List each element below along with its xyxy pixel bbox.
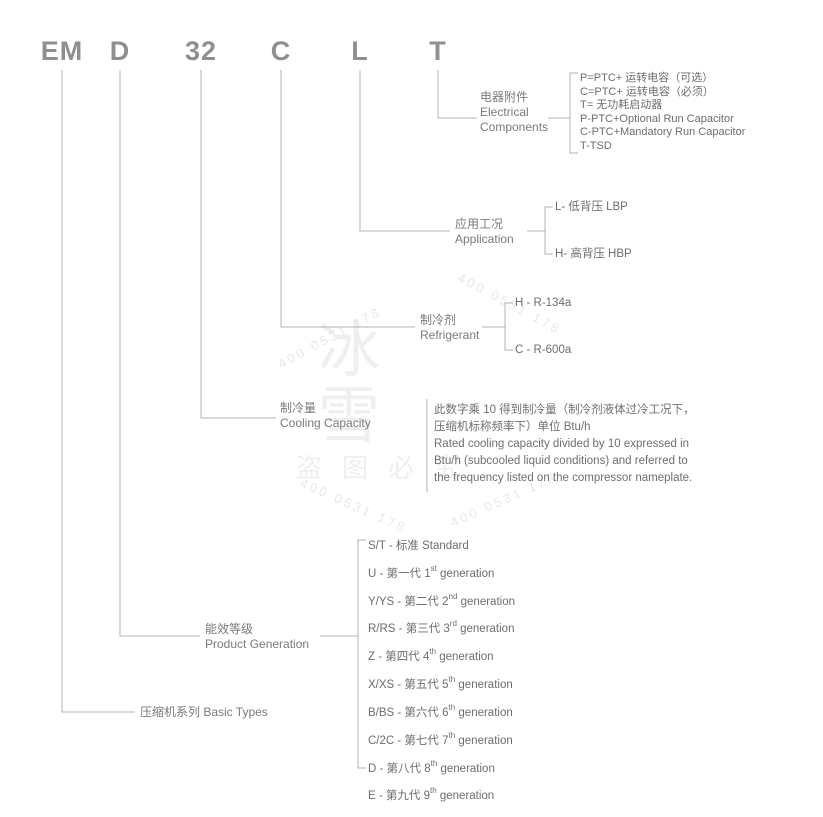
generation-text: generation [436,567,495,580]
generation-label-zh: 能效等级 [205,622,254,636]
generation-text: generation [456,623,515,636]
cooling-description-line: 压缩机标称频率下）单位 Btu/h [434,421,591,433]
generation-text: D - 第八代 8 [368,762,431,775]
generation-options: S/T - 标准 Standard U - 第一代 1st generation… [368,530,515,808]
electrical-label-en: Components [480,120,549,134]
application-option: H- 高背压 HBP [555,248,632,260]
electrical-label: 电器附件 Electrical Components [480,90,548,135]
bracket-application [544,206,553,255]
cooling-description-line: 此数字乘 10 得到制冷量（制冷剂液体过冷工况下， [434,404,695,416]
code-letter-32: 32 [184,36,218,66]
generation-superscript: st [430,563,437,573]
generation-text: generation [457,595,515,608]
cooling-description: 此数字乘 10 得到制冷量（制冷剂液体过冷工况下， 压缩机标称频率下）单位 Bt… [434,402,695,487]
line-d [119,70,200,637]
generation-text: Z - 第四代 4 [368,651,430,664]
bracket-refrigerant [504,302,513,351]
line-32 [200,70,276,419]
cooling-label-en: Cooling Capacity [280,416,371,430]
code-letter-t: T [429,36,447,66]
electrical-options: P=PTC+ 运转电容（可选） C=PTC+ 运转电容（必须） T= 无功耗启动… [580,72,745,154]
refrigerant-label-zh: 制冷剂 [420,313,457,327]
refrigerant-option: H - R-134a [515,297,572,309]
generation-option: Y/YS - 第二代 2nd generation [368,586,515,614]
code-letter-l: L [351,36,369,66]
generation-text: S/T - 标准 Standard [368,539,469,552]
code-letter-em: EM [40,36,84,66]
cooling-description-line: Btu/h (subcooled liquid conditions) and … [434,455,688,467]
application-option: L- 低背压 LBP [555,201,628,213]
electrical-option: T= 无功耗启动器 [580,99,663,112]
electrical-label-zh: 电器附件 [480,90,529,104]
generation-text: generation [455,734,513,747]
generation-option: U - 第一代 1st generation [368,558,515,586]
generation-text: Y/YS - 第二代 2 [368,595,449,608]
bracket-generation [357,539,366,769]
generation-superscript: th [429,647,437,657]
generation-text: B/BS - 第六代 6 [368,706,449,719]
generation-superscript: nd [448,591,458,601]
generation-text: C/2C - 第七代 7 [368,734,449,747]
application-label: 应用工况 Application [455,217,514,247]
generation-superscript: th [448,675,456,685]
generation-text: R/RS - 第三代 3 [368,623,450,636]
code-letter-d: D [109,36,131,66]
generation-text: generation [436,790,495,803]
generation-superscript: rd [449,619,457,629]
refrigerant-option: C - R-600a [515,344,572,356]
generation-option: E - 第九代 9th generation [368,780,515,808]
refrigerant-label: 制冷剂 Refrigerant [420,313,479,343]
application-label-en: Application [455,232,514,246]
code-letter-c: C [270,36,292,66]
generation-option: B/BS - 第六代 6th generation [368,697,515,725]
cooling-label-zh: 制冷量 [280,401,317,415]
generation-option: R/RS - 第三代 3rd generation [368,613,515,641]
generation-text: U - 第一代 1 [368,567,431,580]
refrigerant-label-en: Refrigerant [420,328,480,342]
line-em [61,70,135,713]
generation-superscript: th [448,730,456,740]
cooling-label: 制冷量 Cooling Capacity [280,401,371,431]
generation-label-en: Product Generation [205,637,310,651]
bracket-electrical [569,72,578,154]
generation-text: generation [437,762,495,775]
generation-superscript: th [448,702,456,712]
generation-label: 能效等级 Product Generation [205,622,309,652]
line-t [437,70,477,119]
generation-text: generation [436,651,494,664]
generation-text: generation [455,678,513,691]
generation-text: X/XS - 第五代 5 [368,678,449,691]
generation-text: E - 第九代 9 [368,790,430,803]
line-l [359,70,450,232]
generation-option: X/XS - 第五代 5th generation [368,669,515,697]
electrical-label-en: Electrical [480,105,529,119]
generation-option: D - 第八代 8th generation [368,753,515,781]
electrical-option: C=PTC+ 运转电容（必须） [580,85,714,98]
generation-superscript: th [429,786,437,796]
cooling-description-line: Rated cooling capacity divided by 10 exp… [434,438,690,450]
line-c [280,70,415,328]
electrical-option: T-TSD [580,139,612,152]
generation-superscript: th [430,758,438,768]
generation-option: Z - 第四代 4th generation [368,641,515,669]
electrical-option: P-PTC+Optional Run Capacitor [580,112,734,125]
application-label-zh: 应用工况 [455,217,504,231]
basic-types-label: 压缩机系列 Basic Types [140,705,268,719]
cooling-description-line: the frequency listed on the compressor n… [434,472,693,484]
electrical-option: P=PTC+ 运转电容（可选） [580,72,714,84]
generation-option: C/2C - 第七代 7th generation [368,725,515,753]
electrical-option: C-PTC+Mandatory Run Capacitor [580,126,746,139]
generation-option: S/T - 标准 Standard [368,530,515,558]
generation-text: generation [455,706,513,719]
